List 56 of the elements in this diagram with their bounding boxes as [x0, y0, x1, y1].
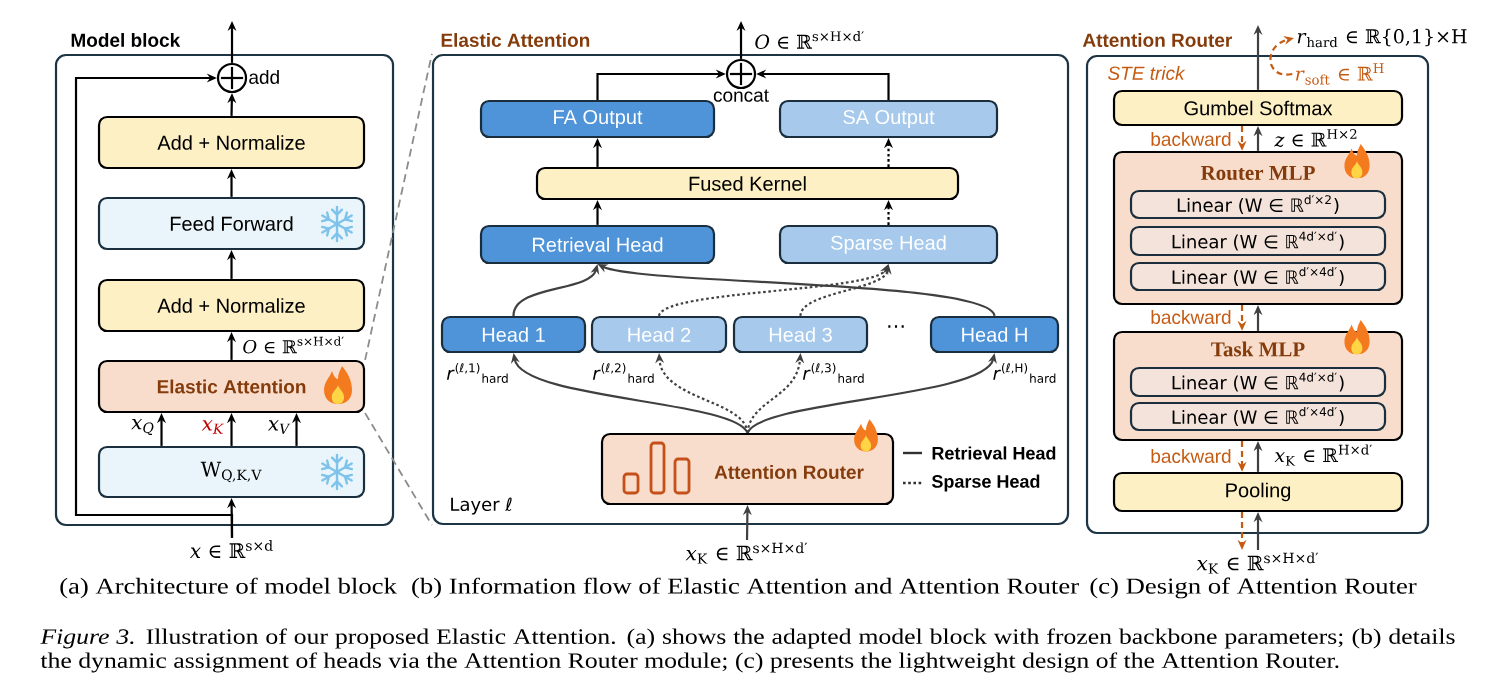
process-box: Add + Normalize: [97, 278, 366, 333]
subcaption: (c) Design of Attention Router: [1090, 577, 1417, 599]
process-box: Add + Normalize: [97, 115, 366, 170]
process-box: SA Output: [778, 99, 999, 139]
edge-label: x$_{Q}$: [131, 418, 154, 436]
subcaption: (a) Architecture of model block: [60, 577, 397, 599]
legend-label: Retrieval Head: [932, 446, 1056, 460]
router-box: Attention Router: [600, 432, 895, 506]
operator-label: add: [249, 70, 279, 84]
edge-label: backward: [1151, 449, 1231, 463]
edge-label: x$_{V}$: [267, 420, 291, 434]
layer-box: Linear (W ∈ ℝ$^{4d′×d′}$): [1129, 366, 1387, 398]
subcaption: (b) Information flow of Elastic Attention and Attention Router: [412, 577, 1079, 599]
math-label: r$_{soft}$ ∈ ℝ$^{H}$: [1296, 63, 1384, 85]
process-box: Pooling: [1112, 471, 1404, 513]
panel-label: Layer ℓ: [451, 497, 512, 515]
layer-box: Linear (W ∈ ℝ$^{d′×4d′}$): [1129, 401, 1387, 432]
arrow: [74, 73, 234, 538]
edge-label: r$^{(ℓ,1)}$hard: [446, 363, 508, 383]
edge-label: x$_{K}$ ∈ ℝ$^{H×d′}$: [1274, 444, 1372, 466]
ellipsis: ⋯: [888, 325, 904, 328]
head-box: Head 2: [590, 315, 728, 354]
edge-label: backward: [1151, 310, 1231, 324]
process-box: Feed Forward: [97, 196, 366, 251]
edge-label: z ∈ ℝ$^{H×2}$: [1274, 129, 1357, 147]
head-box: Head H: [929, 315, 1060, 354]
layer-box: Linear (W ∈ ℝ$^{d′×4d′}$): [1129, 261, 1387, 292]
process-box: Gumbel Softmax: [1112, 89, 1404, 127]
zoom-line: [364, 412, 433, 526]
head-box: Head 3: [732, 315, 869, 354]
edge-label: r$^{(ℓ,3)}$hard: [802, 363, 864, 383]
edge-label: O ∈ ℝ$^{s×H×d′}$: [755, 31, 864, 49]
figure-caption: Figure 3. Illustration of our proposed Elastic Attention. (a) shows the adapted model block with frozen backbone parameters; (b) details the dynamic assignment of heads via the Attention Router module; (c) presents the lightweight design of the Attention Router.: [40, 628, 1455, 673]
process-box: Sparse Head: [778, 224, 999, 265]
edge-label: backward: [1151, 132, 1231, 146]
edge-label: O ∈ ℝ$^{s×H×d′}$: [243, 336, 344, 354]
layer-box: Linear (W ∈ ℝ$^{4d′×d′}$): [1129, 225, 1387, 257]
operator-label: concat: [713, 89, 769, 102]
process-box: Elastic Attention: [97, 359, 366, 414]
process-box: Fused Kernel: [535, 166, 960, 201]
head-box: Head 1: [440, 315, 587, 354]
math-label: r$_{hard}$ ∈ ℝ{0,1}×H: [1297, 28, 1467, 48]
process-box: W$_{Q,K,V}$: [97, 445, 366, 499]
math-label: x$_{K}$ ∈ ℝ$^{s×H×d′}$: [685, 542, 808, 564]
process-box: Retrieval Head: [479, 224, 716, 265]
layer-box: Linear (W ∈ ℝ$^{d′×2}$): [1129, 189, 1387, 220]
zoom-line: [364, 53, 433, 361]
math-label: x$_{K}$ ∈ ℝ$^{s×H×d′}$: [1196, 552, 1319, 574]
edge-label: r$^{(ℓ,H)}$hard: [993, 363, 1056, 383]
edge-label: x$_{K}$: [201, 420, 225, 434]
edge-label: r$^{(ℓ,2)}$hard: [592, 363, 654, 383]
panel-title: Attention Router: [1082, 33, 1232, 47]
panel-title: Model block: [71, 33, 181, 47]
panel-title: Elastic Attention: [441, 33, 590, 47]
math-label: x ∈ ℝ$^{s×d}$: [189, 540, 273, 558]
legend-label: Sparse Head: [931, 474, 1040, 492]
